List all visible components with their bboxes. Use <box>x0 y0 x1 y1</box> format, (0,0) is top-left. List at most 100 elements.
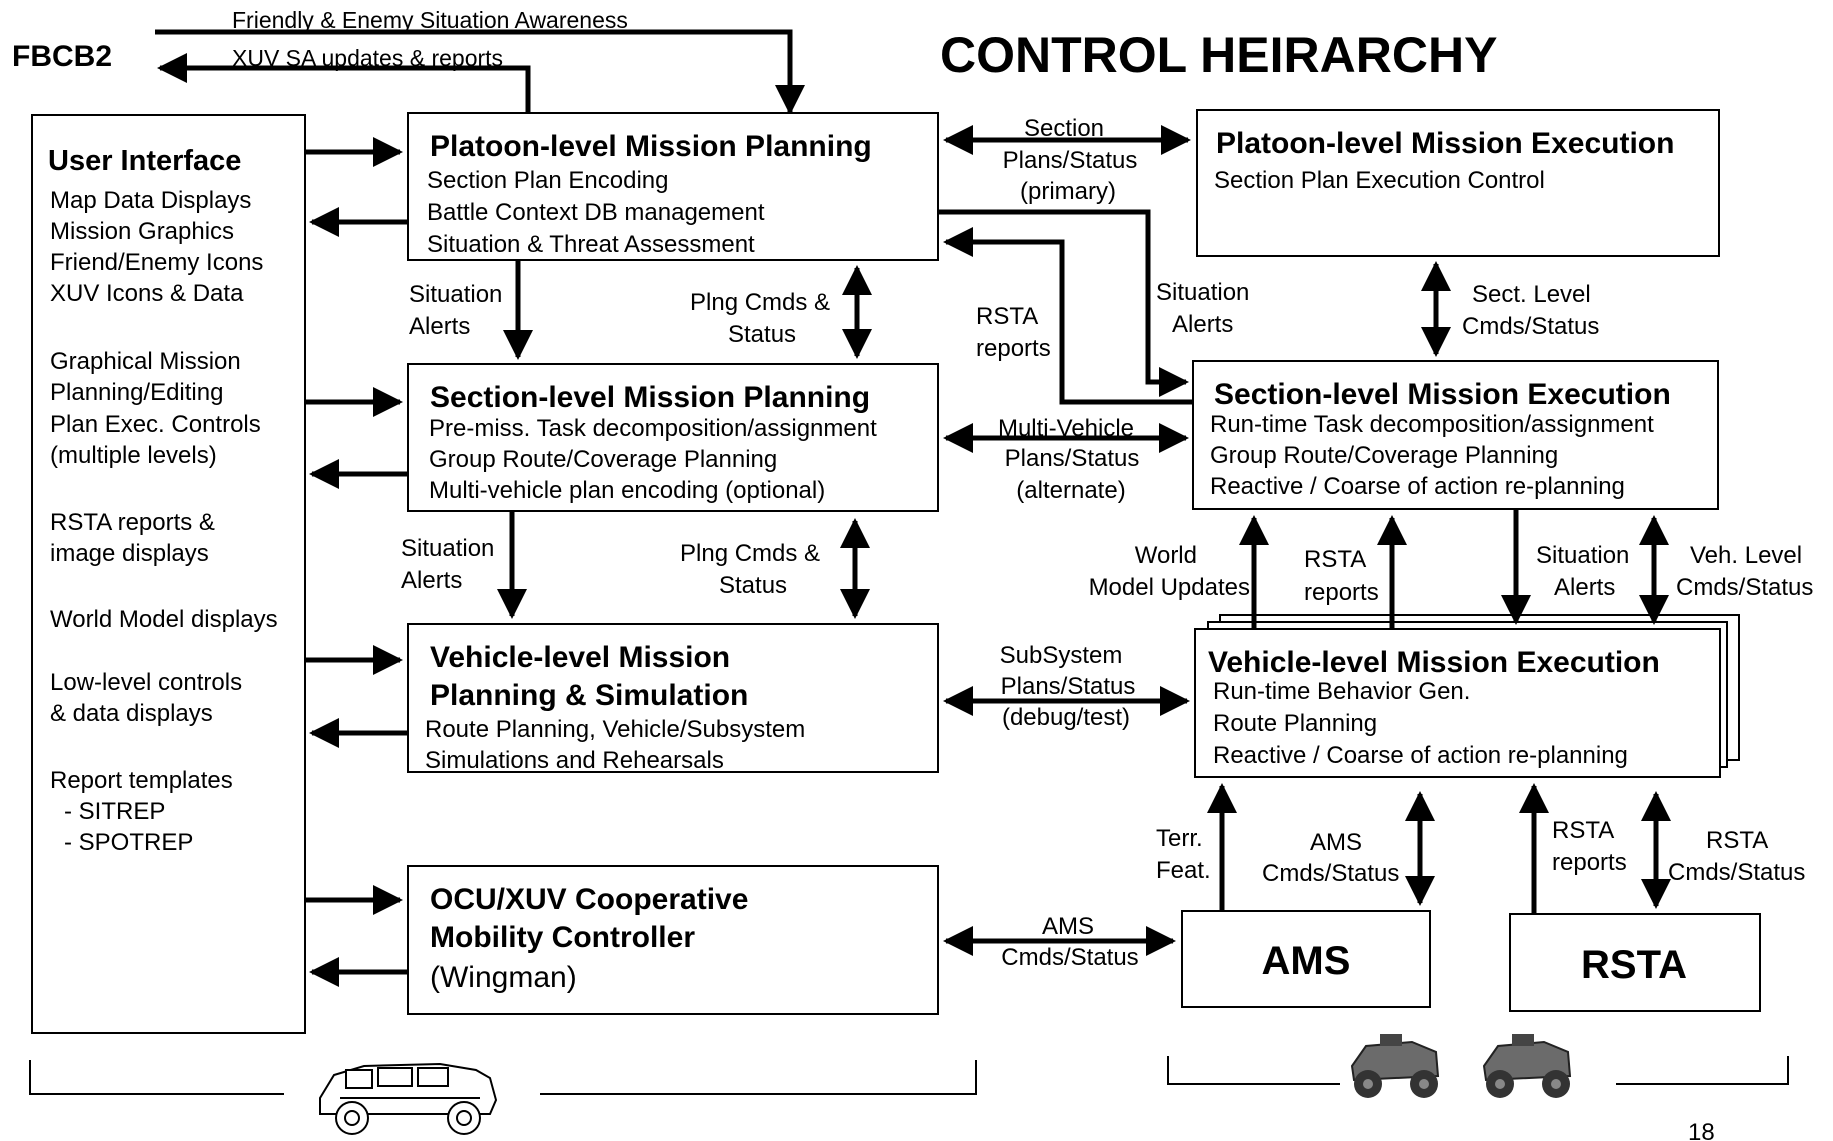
svg-text:Situation: Situation <box>409 281 502 308</box>
svg-text:Veh. Level: Veh. Level <box>1690 542 1802 569</box>
svg-text:reports: reports <box>1304 579 1379 606</box>
svg-text:Situation: Situation <box>401 535 494 562</box>
svg-text:RSTA: RSTA <box>976 303 1038 330</box>
ui-line: (multiple levels) <box>50 442 217 469</box>
box-line: Route Planning, Vehicle/Subsystem <box>425 716 805 743</box>
ui-line: Map Data Displays <box>50 187 251 214</box>
box-title: Vehicle-level Mission Execution <box>1208 646 1660 679</box>
label-plng-cmds-1: Plng Cmds & Status <box>690 289 830 348</box>
label-situation-alerts-3: Situation Alerts <box>1156 279 1249 338</box>
ui-line: Report templates <box>50 767 233 794</box>
label-situation-alerts-4: Situation Alerts <box>1536 542 1629 601</box>
fbcb2-sa-arrow <box>155 29 805 115</box>
box-line: Reactive / Coarse of action re-planning <box>1213 742 1628 769</box>
label-sect-level: Sect. Level Cmds/Status <box>1462 281 1599 340</box>
label-world-model: World Model Updates <box>1089 542 1250 601</box>
rsta-box: RSTA <box>1509 913 1761 1012</box>
label-situation-alerts-1: Situation Alerts <box>409 281 502 340</box>
ui-line: Graphical Mission <box>50 348 241 375</box>
vehicle-execution-box: Vehicle-level Mission Execution Run-time… <box>1194 614 1740 778</box>
user-interface-panel: User Interface Map Data Displays Mission… <box>31 114 306 1034</box>
vehicle-planning-box: Vehicle-level Mission Planning & Simulat… <box>407 623 939 774</box>
box-title: Section-level Mission Planning <box>430 381 870 414</box>
platoon-execution-box: Platoon-level Mission Execution Section … <box>1196 109 1720 257</box>
label-rsta-reports-3: RSTA reports <box>1552 817 1627 876</box>
box-title: Platoon-level Mission Planning <box>430 130 872 163</box>
label-terr-feat: Terr. Feat. <box>1156 825 1211 884</box>
svg-text:Multi-Vehicle: Multi-Vehicle <box>998 415 1134 442</box>
box-title: OCU/XUV Cooperative <box>430 883 748 916</box>
ui-line: Mission Graphics <box>50 218 234 245</box>
section-planning-box: Section-level Mission Planning Pre-miss.… <box>407 363 939 512</box>
bottom-bracket-right <box>1167 1056 1789 1085</box>
svg-text:Section: Section <box>1024 115 1104 142</box>
humvee-icon <box>319 1062 498 1135</box>
svg-text:Alerts: Alerts <box>409 313 470 340</box>
box-line: Pre-miss. Task decomposition/assignment <box>429 415 877 442</box>
user-interface-title: User Interface <box>48 145 241 177</box>
ui-line: World Model displays <box>50 606 278 633</box>
bottom-bracket-left <box>29 1060 977 1095</box>
label-rsta-cmds: RSTA Cmds/Status <box>1668 827 1805 886</box>
svg-text:AMS: AMS <box>1042 913 1094 940</box>
box-title: Platoon-level Mission Execution <box>1216 127 1674 160</box>
svg-text:Cmds/Status: Cmds/Status <box>1262 860 1399 887</box>
svg-text:RSTA: RSTA <box>1304 546 1366 573</box>
box-line: (Wingman) <box>430 961 577 994</box>
box-line: Section Plan Execution Control <box>1214 167 1545 194</box>
fbcb2-bottom-line: XUV SA updates & reports <box>232 45 503 71</box>
platoon-planning-box: Platoon-level Mission Planning Section P… <box>407 112 939 261</box>
ui-arrows <box>305 137 408 987</box>
label-section-plans: Section Plans/Status (primary) <box>1003 115 1138 205</box>
ui-line: Friend/Enemy Icons <box>50 249 263 276</box>
svg-text:Status: Status <box>719 572 787 599</box>
box-line: Run-time Task decomposition/assignment <box>1210 411 1654 438</box>
label-veh-level: Veh. Level Cmds/Status <box>1676 542 1813 601</box>
label-rsta-reports-1: RSTA reports <box>976 303 1051 362</box>
svg-text:Plans/Status: Plans/Status <box>1003 147 1138 174</box>
label-plng-cmds-2: Plng Cmds & Status <box>680 540 820 599</box>
box-title: Section-level Mission Execution <box>1214 378 1671 411</box>
box-title: RSTA <box>1581 943 1687 987</box>
xuv-robot-vehicle-icon <box>1482 1034 1572 1098</box>
svg-text:(alternate): (alternate) <box>1016 477 1125 504</box>
page-number: 18 <box>1688 1119 1715 1141</box>
svg-text:Feat.: Feat. <box>1156 857 1211 884</box>
box-line: Section Plan Encoding <box>427 167 669 194</box>
svg-text:RSTA: RSTA <box>1706 827 1768 854</box>
box-line: Multi-vehicle plan encoding (optional) <box>429 477 825 504</box>
label-ams-cmds-vertical: AMS Cmds/Status <box>1262 829 1399 887</box>
svg-text:Plans/Status: Plans/Status <box>1001 673 1136 700</box>
fbcb2-updates-arrow <box>157 53 531 118</box>
svg-text:Terr.: Terr. <box>1156 825 1203 852</box>
ui-line: & data displays <box>50 700 213 727</box>
label-situation-alerts-2: Situation Alerts <box>401 535 494 594</box>
label-multi-vehicle: Multi-Vehicle Plans/Status (alternate) <box>998 415 1139 504</box>
rsta-reports-connector <box>943 227 1193 405</box>
ui-line: RSTA reports & <box>50 509 215 536</box>
box-title: Mobility Controller <box>430 921 695 954</box>
box-title: Vehicle-level Mission <box>430 641 730 674</box>
page-title: CONTROL HEIRARCHY <box>940 27 1497 83</box>
svg-text:Cmds/Status: Cmds/Status <box>1462 313 1599 340</box>
ams-box: AMS <box>1181 910 1431 1008</box>
svg-text:Alerts: Alerts <box>1554 574 1615 601</box>
svg-text:Cmds/Status: Cmds/Status <box>1676 574 1813 601</box>
svg-text:Model Updates: Model Updates <box>1089 574 1250 601</box>
svg-text:Plng Cmds &: Plng Cmds & <box>680 540 820 567</box>
label-ams-cmds-horizontal: AMS Cmds/Status <box>1001 913 1138 971</box>
section-execution-box: Section-level Mission Execution Run-time… <box>1192 360 1719 510</box>
vertical-arrows-right <box>1207 261 1671 914</box>
svg-text:(debug/test): (debug/test) <box>1002 704 1130 731</box>
box-line: Group Route/Coverage Planning <box>1210 442 1558 469</box>
ui-line: Planning/Editing <box>50 379 223 406</box>
box-title: Planning & Simulation <box>430 679 748 712</box>
fbcb2-top-line: Friendly & Enemy Situation Awareness <box>232 7 628 33</box>
svg-text:AMS: AMS <box>1310 829 1362 856</box>
svg-text:Situation: Situation <box>1156 279 1249 306</box>
ui-line: image displays <box>50 540 209 567</box>
box-line: Battle Context DB management <box>427 199 765 226</box>
ui-line: XUV Icons & Data <box>50 280 244 307</box>
ocu-xuv-box: OCU/XUV Cooperative Mobility Controller … <box>407 865 939 1015</box>
